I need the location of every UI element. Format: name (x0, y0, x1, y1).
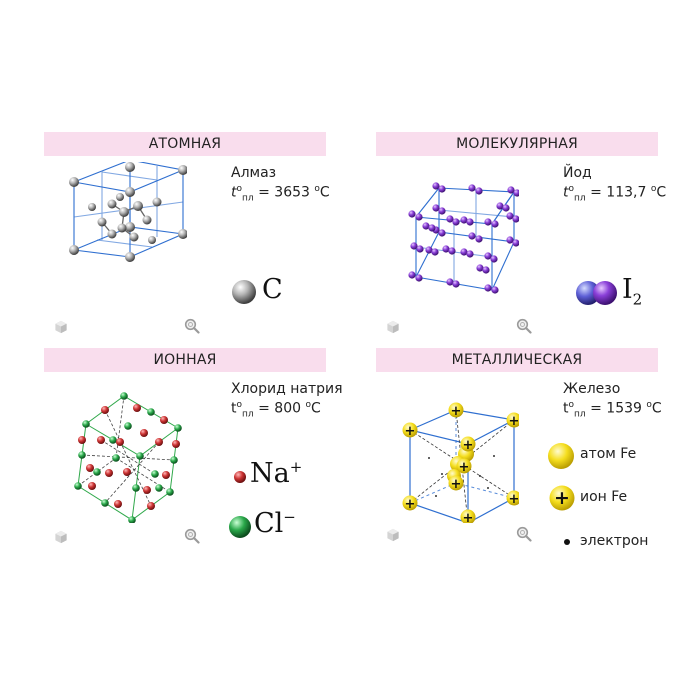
ionic-lattice-panel: ИОННАЯ Хлорид натрия t (44, 348, 343, 558)
cube-view-icon[interactable] (54, 530, 68, 544)
legend-iron-atom: атом Fe (580, 446, 637, 462)
zoom-icon[interactable] (184, 318, 200, 334)
substance-name: Йод (563, 165, 592, 181)
diamond-crystal-lattice (69, 162, 187, 262)
formula-iodine: I2 (622, 274, 643, 309)
cube-view-icon[interactable] (386, 320, 400, 334)
cube-view-icon[interactable] (54, 320, 68, 334)
melting-point: toпл = 1539 oC (563, 400, 662, 420)
sodium-chloride-crystal-lattice (74, 392, 182, 523)
formula-chloride-ion: Cl− (254, 508, 296, 539)
svg-text:+: + (554, 487, 570, 509)
legend-electron: электрон (580, 533, 649, 549)
iron-crystal-lattice: + + + + + + + + + (402, 402, 519, 523)
iodine-crystal-lattice (408, 182, 519, 294)
svg-text:+: + (509, 492, 519, 507)
substance-name: Железо (563, 381, 621, 397)
panel-header-atomic: АТОМНАЯ (44, 132, 326, 156)
formula-carbon: C (262, 274, 283, 305)
atomic-lattice-panel: АТОМНАЯ (44, 132, 330, 342)
molecule-icon (576, 281, 617, 305)
panel-header-ionic: ИОННАЯ (44, 348, 326, 372)
substance-name: Алмаз (231, 165, 277, 181)
svg-text:+: + (463, 511, 474, 523)
iron-atom-icon (548, 443, 574, 469)
melting-point: toпл = 3653 oC (231, 184, 330, 204)
svg-text:+: + (405, 497, 416, 512)
cube-view-icon[interactable] (386, 528, 400, 542)
atom-sphere-icon (232, 280, 256, 304)
zoom-icon[interactable] (516, 526, 532, 542)
chloride-ion-icon (229, 516, 251, 538)
sodium-ion-icon (234, 471, 246, 483)
substance-name: Хлорид натрия (231, 381, 343, 397)
metallic-lattice-panel: МЕТАЛЛИЧЕСКАЯ + + + + + + (376, 348, 662, 558)
svg-text:+: + (459, 460, 470, 475)
formula-sodium-ion: Na+ (250, 458, 303, 489)
svg-text:+: + (509, 414, 519, 429)
legend-iron-ion: ион Fe (580, 489, 628, 505)
melting-point: toпл = 113,7 oC (563, 184, 667, 204)
melting-point: toпл = 800 oC (231, 400, 321, 420)
svg-text:+: + (405, 424, 416, 439)
zoom-icon[interactable] (184, 528, 200, 544)
zoom-icon[interactable] (516, 318, 532, 334)
svg-text:+: + (451, 404, 462, 419)
panel-header-molecular: МОЛЕКУЛЯРНАЯ (376, 132, 658, 156)
panel-header-metallic: МЕТАЛЛИЧЕСКАЯ (376, 348, 658, 372)
molecular-lattice-panel: МОЛЕКУЛЯРНАЯ (376, 132, 666, 342)
electron-icon (564, 539, 570, 545)
svg-text:+: + (463, 438, 474, 453)
svg-text:+: + (451, 477, 462, 492)
iron-ion-icon: + (549, 485, 575, 511)
